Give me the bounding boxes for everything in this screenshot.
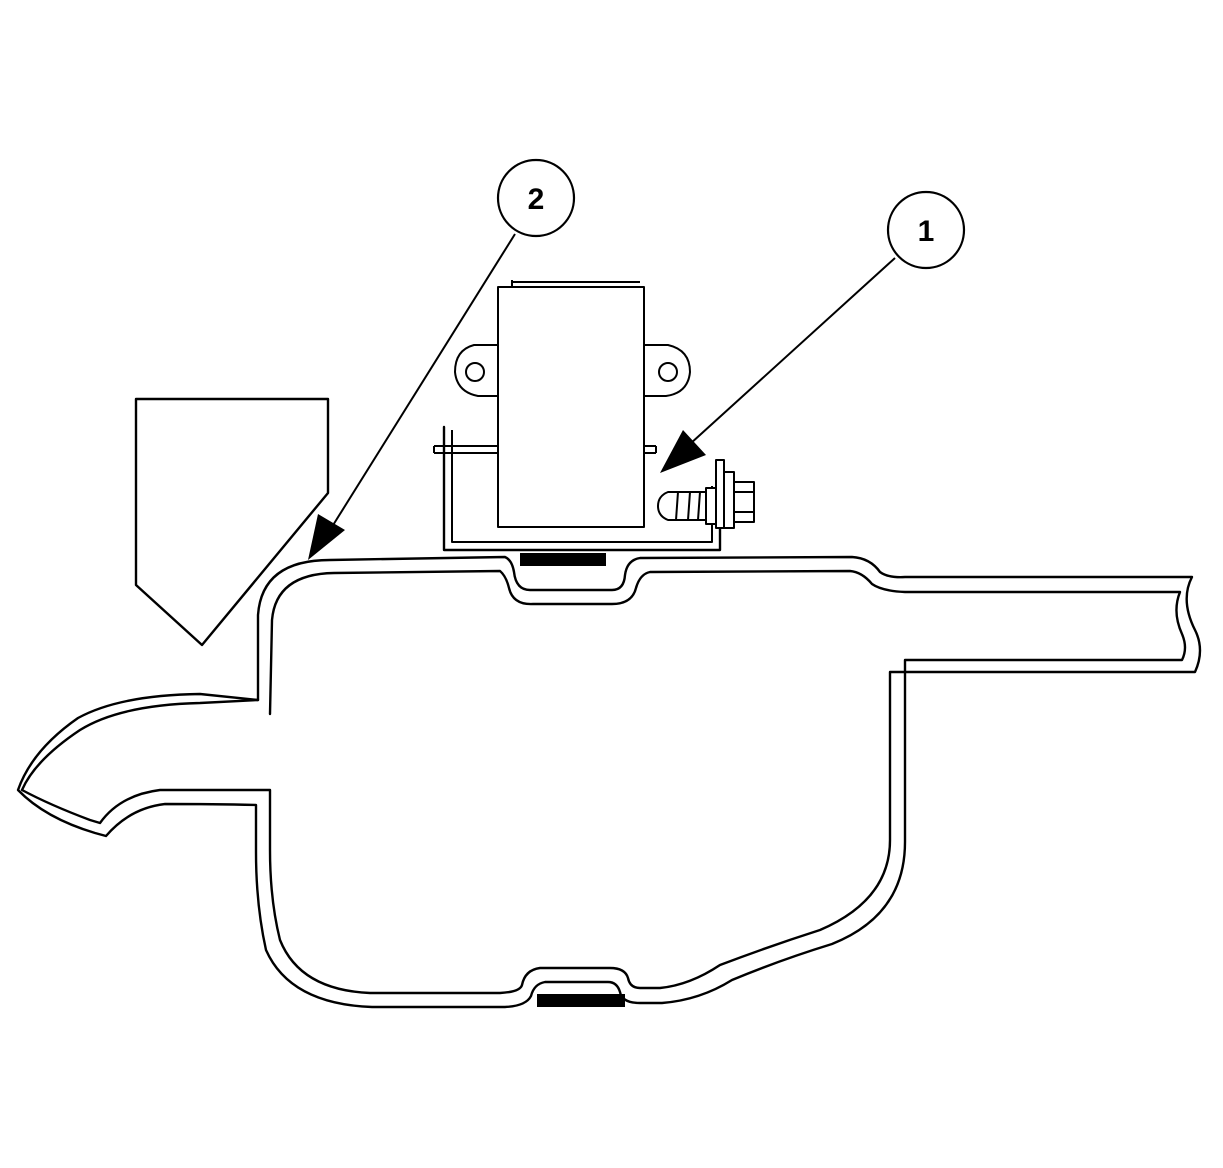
module-top-edge (511, 280, 640, 287)
callout-1-label: 1 (918, 215, 935, 248)
callout-1-circle (886, 190, 966, 270)
module-left-ear (454, 344, 498, 397)
callout-1-arrowhead (660, 430, 706, 473)
fastener-bolt (657, 459, 755, 529)
housing-inner-wall (16, 569, 1187, 1009)
body-panel-reference (134, 397, 330, 647)
callout-1-leader (689, 257, 896, 445)
left-ear-hole (465, 362, 485, 382)
right-ear-hole (658, 362, 678, 382)
callout-2: 2 (496, 158, 576, 238)
callout-2-arrowhead (308, 514, 345, 560)
lower-isolator-pad (537, 994, 625, 1007)
module-right-ear (644, 344, 691, 397)
callout-1: 1 (886, 190, 966, 270)
callout-2-leader (329, 233, 516, 531)
callout-2-label: 2 (528, 183, 545, 216)
upper-isolator-pad (520, 553, 606, 566)
housing-outer-wall (20, 555, 1202, 995)
callout-2-circle (496, 158, 576, 238)
module-body (497, 286, 645, 528)
